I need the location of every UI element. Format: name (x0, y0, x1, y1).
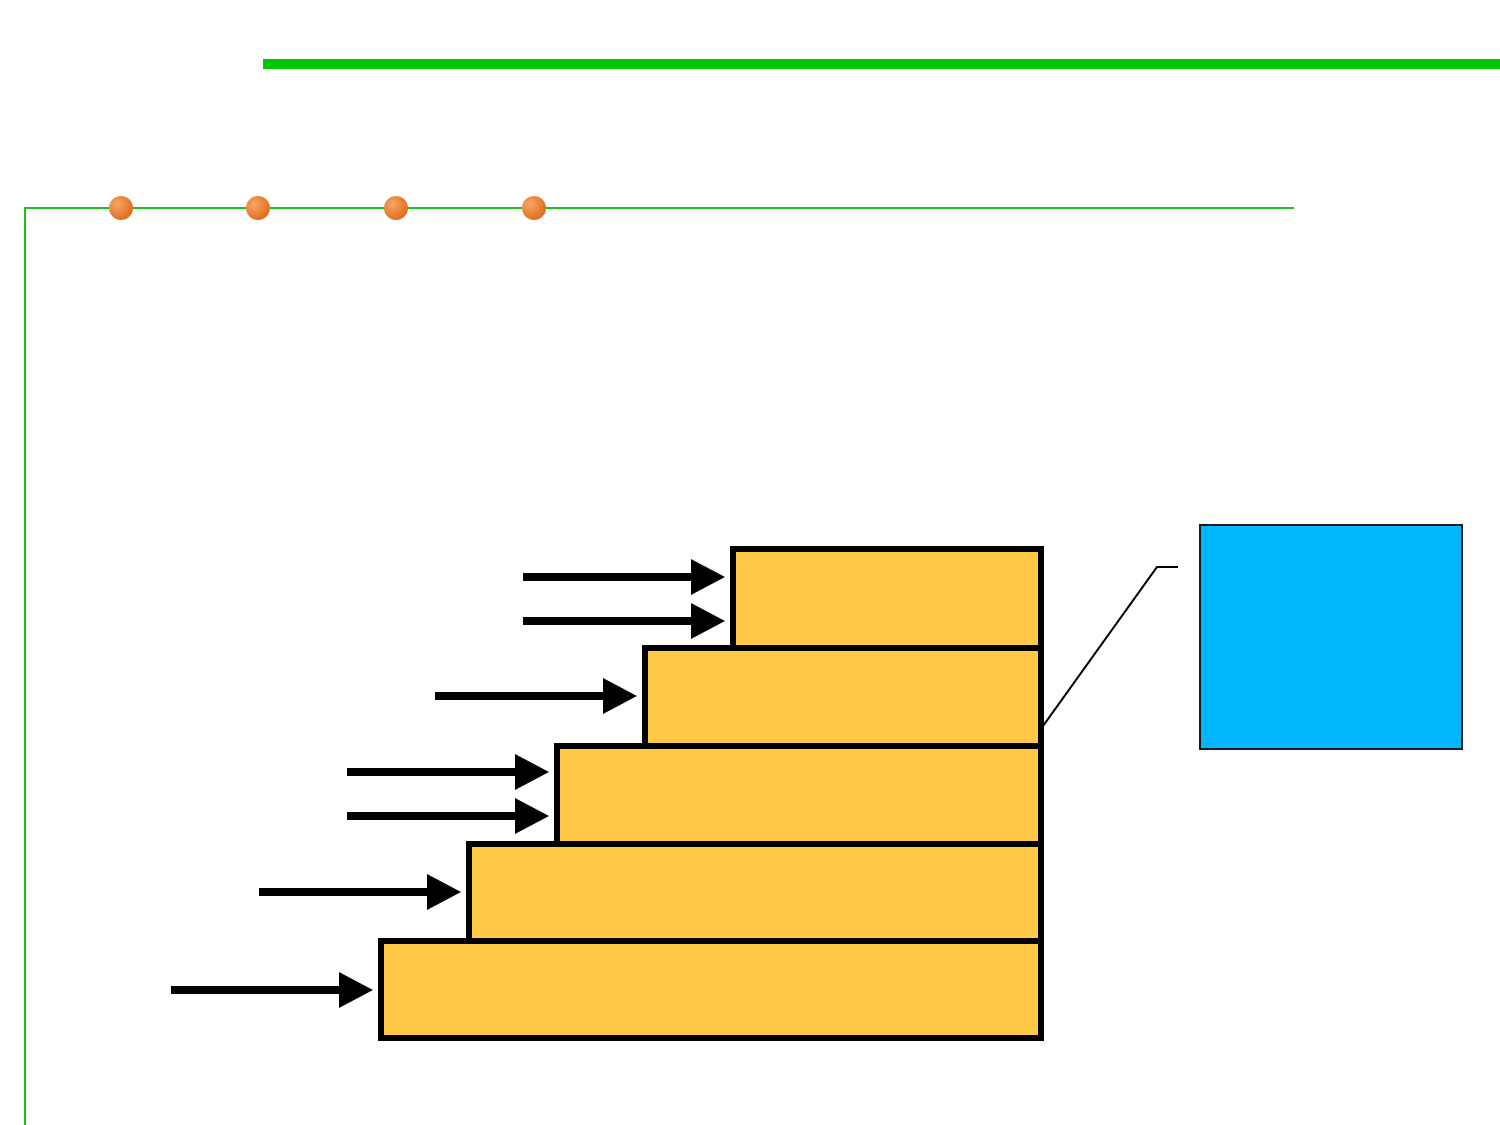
right-arrow-icon (523, 559, 725, 595)
decorative-dot (384, 196, 408, 220)
decorative-dot (246, 196, 270, 220)
right-arrow-icon (171, 972, 373, 1008)
step-1 (378, 938, 1044, 1041)
right-arrow-icon (347, 754, 549, 790)
callout-leader-line (1042, 566, 1178, 727)
top-green-rule (263, 59, 1500, 69)
step-5 (730, 546, 1044, 651)
right-arrow-icon (435, 678, 637, 714)
right-arrow-icon (347, 798, 549, 834)
step-2 (466, 841, 1044, 944)
right-arrow-icon (259, 874, 461, 910)
staircase-steps (378, 546, 1044, 1041)
step-4 (642, 645, 1044, 749)
callout-box (1199, 524, 1463, 750)
step-3 (554, 743, 1044, 847)
step-arrows (171, 559, 725, 1008)
decorative-dot (522, 196, 546, 220)
right-arrow-icon (523, 603, 725, 639)
decorative-dot (109, 196, 133, 220)
